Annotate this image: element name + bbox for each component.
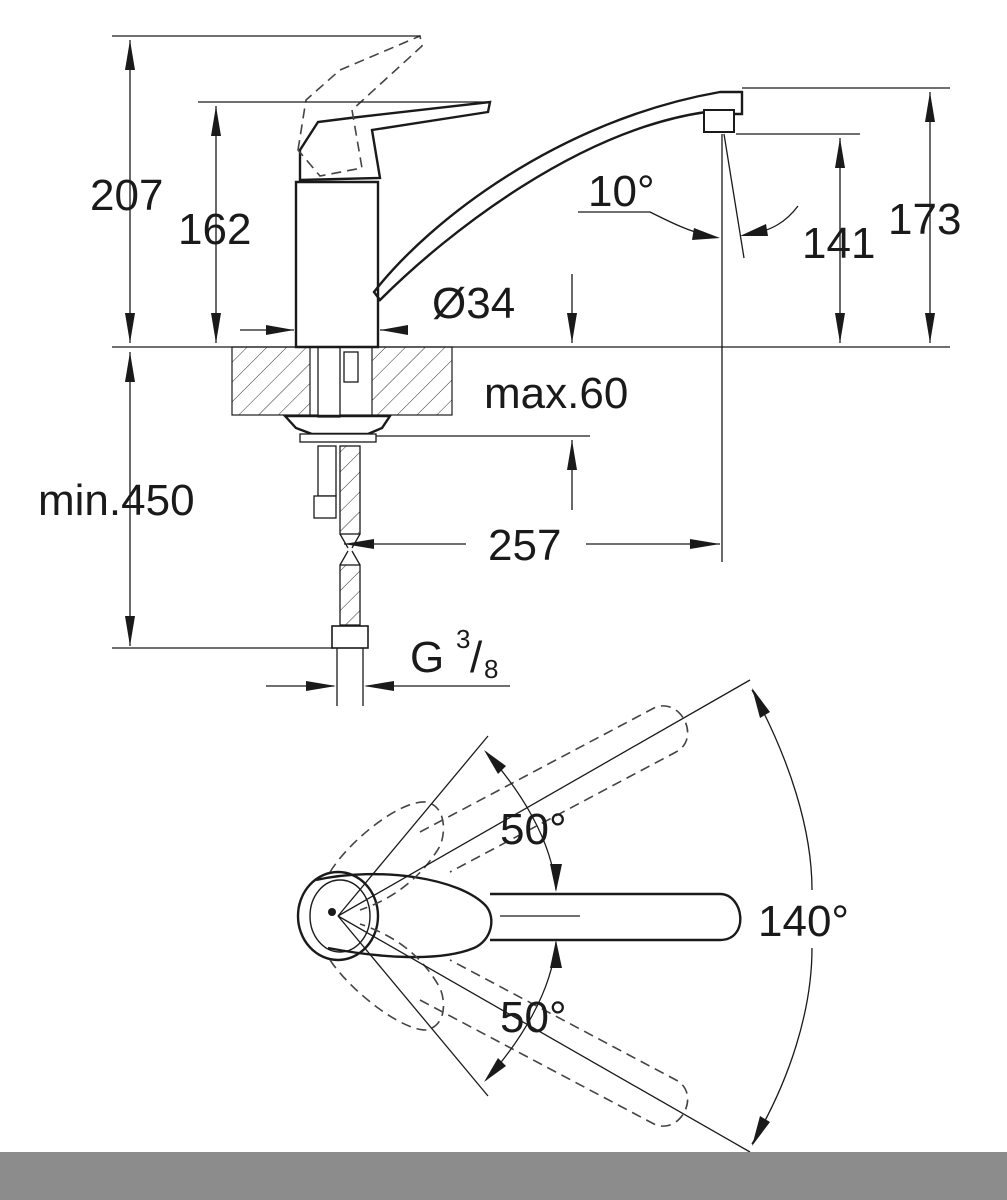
arrows-d34: [266, 325, 408, 335]
dim-g-prefix: G: [410, 633, 444, 682]
hose-break-marks: [339, 533, 361, 566]
handle-top: [315, 872, 493, 959]
hose-fitting: [317, 445, 337, 497]
dim-g-slash: /: [470, 633, 483, 682]
dim-162: 162: [178, 205, 251, 254]
indicator-dot: [328, 908, 336, 916]
dim-max60: max.60: [484, 369, 628, 418]
arrows-450: [125, 352, 135, 646]
body-top-inner: [309, 879, 371, 953]
fixing-nut: [282, 414, 393, 436]
side-view: 207 162 173 141 10° Ø34: [38, 34, 961, 706]
angle-arrow-left: [692, 228, 720, 240]
radial-upper-far: [337, 679, 751, 917]
angle-140: 140°: [758, 897, 849, 946]
braided-hose-lower: [339, 564, 361, 626]
spout: [372, 90, 744, 302]
dim-min450: min.450: [38, 476, 195, 525]
dim-g-numerator: 3: [456, 624, 470, 654]
dim-141: 141: [802, 219, 875, 268]
arrows-upper-50: [484, 750, 562, 892]
angle-50-lower: 50°: [500, 993, 567, 1042]
jet-angle-line: [723, 133, 745, 259]
dim-g-denominator: 8: [484, 654, 498, 684]
handle-right-pos: [329, 923, 445, 1031]
lever-handle: [298, 100, 492, 182]
dim-207: 207: [90, 171, 163, 220]
mounting-shank: [317, 346, 341, 418]
spout-top: [490, 892, 742, 942]
arrows-g38: [306, 681, 394, 691]
washer: [299, 433, 377, 443]
handle-left-pos: [329, 801, 445, 911]
faucet-body: [294, 180, 380, 349]
dim-d34: Ø34: [432, 279, 515, 328]
arrow-60-upper: [567, 313, 577, 343]
arrows-173: [925, 92, 935, 343]
radial-lower: [337, 915, 489, 1097]
shank-detail: [343, 351, 359, 383]
arc-140-lower: [751, 947, 813, 1145]
hose-fitting-nut: [313, 495, 337, 519]
spout-right-pos: [419, 959, 689, 1127]
angle-50-upper: 50°: [500, 805, 567, 854]
radial-lower-far: [337, 915, 751, 1153]
connection-nut: [331, 625, 369, 649]
braided-hose-upper: [339, 445, 361, 535]
radial-upper: [337, 735, 489, 917]
arrows-lower-50: [484, 940, 562, 1082]
arc-140-upper: [751, 689, 813, 891]
lever-handle-raised: [297, 34, 423, 177]
dim-173: 173: [888, 195, 961, 244]
dim-257: 257: [488, 521, 561, 570]
aerator: [703, 109, 735, 133]
angle-10: 10°: [588, 167, 655, 216]
bottom-band: [0, 1152, 1007, 1200]
top-view: 50° 50° 140°: [296, 679, 849, 1153]
angle-arrow-right: [740, 224, 768, 236]
arrow-60-lower: [567, 440, 577, 470]
